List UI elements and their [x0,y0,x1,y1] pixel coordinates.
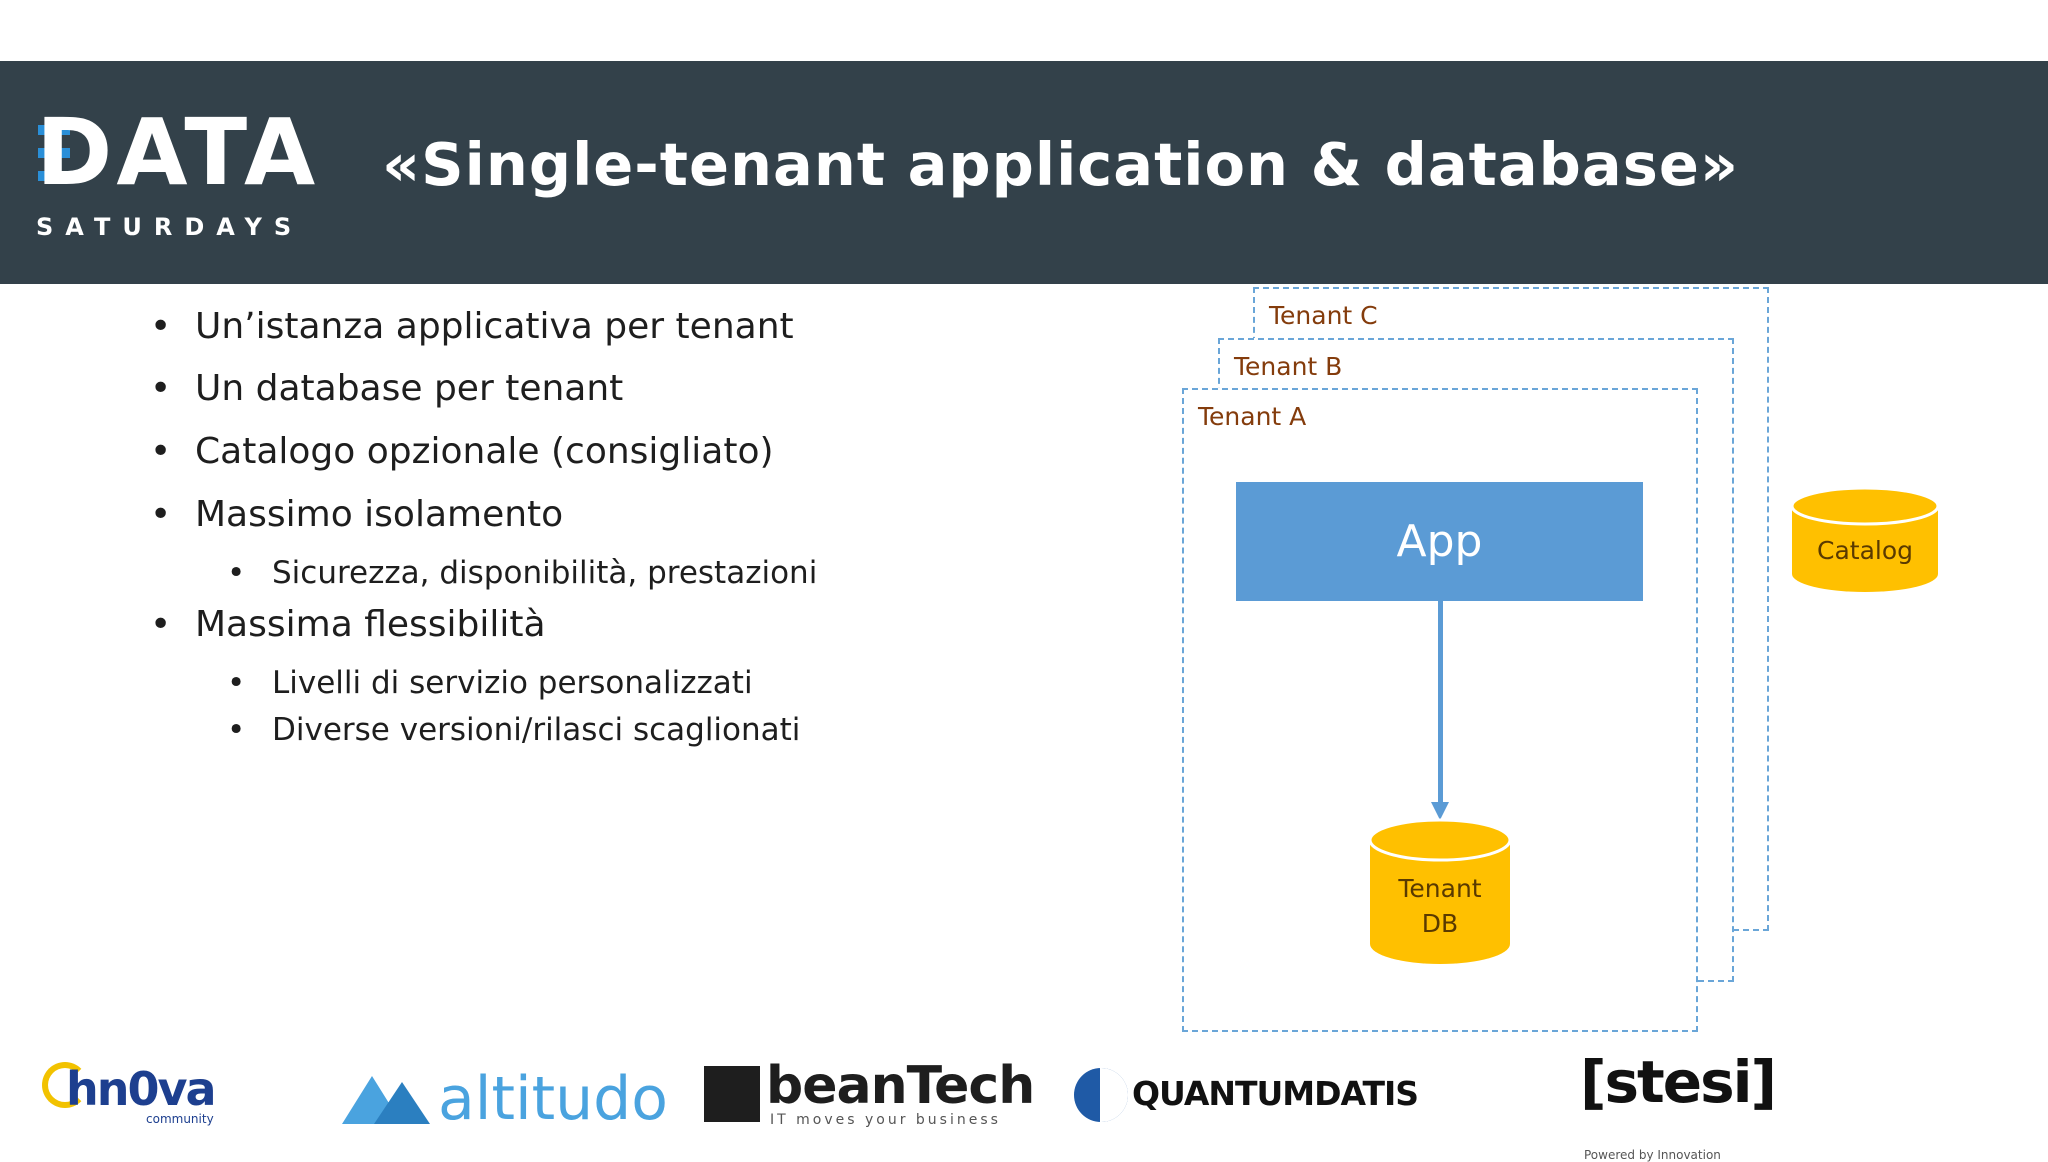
app-box: App [1236,482,1643,601]
bullet-dot: • [227,555,246,591]
app-label: App [1396,516,1483,567]
innova-ring-icon [42,1062,88,1108]
arrow-down-icon [1431,802,1449,820]
bullet-text: Massima flessibilità [195,604,546,645]
altitudo-logo: altitudo [342,1064,668,1134]
tenant-c-label: Tenant C [1269,301,1378,330]
sub-bullet-text: Livelli di servizio personalizzati [272,665,753,701]
bullet-dot: • [227,712,246,748]
quantumdatis-half-icon [1100,1068,1128,1122]
altitudo-text: altitudo [438,1064,668,1134]
quantumdatis-text: QUANTUMDATIS [1132,1074,1419,1113]
beantech-square-icon [704,1066,760,1122]
innova-sub-text: community [146,1112,214,1126]
bullet-text: Massimo isolamento [195,494,564,535]
beantech-text: beanTech [766,1056,1035,1116]
stesi-sub-text: Powered by Innovation [1584,1148,1721,1162]
catalog-label: Catalog [1816,536,1913,565]
bullet-dot: • [150,604,172,645]
innova-text: hn0va [66,1062,217,1116]
tenant-db-label-line1: Tenant [1398,874,1482,903]
sub-bullet-text: Diverse versioni/rilasci scaglionati [272,712,801,748]
bullet-dot: • [150,494,172,535]
tenant-db-label-line2: DB [1421,909,1459,938]
mountain-icon [342,1076,430,1124]
bullet-dot: • [150,306,172,347]
catalog-cylinder-icon [1790,486,1940,592]
tenant-db-label: Tenant DB [1368,871,1512,941]
bullet-dot: • [150,431,172,472]
sub-bullet-text: Sicurezza, disponibilità, prestazioni [272,555,818,591]
slide-header: DATA SATURDAYS «Single-tenant applicatio… [0,61,2048,284]
logo-main-text: DATA [36,99,320,206]
slide-title: «Single-tenant application & database» [382,130,1739,199]
bullet-dot: • [227,665,246,701]
beantech-sub-text: IT moves your business [770,1112,1001,1128]
bullet-text: Catalogo opzionale (consigliato) [195,431,774,472]
stesi-text: [stesi] [1580,1048,1777,1116]
data-saturdays-logo: DATA SATURDAYS [28,99,338,249]
tenant-a-label: Tenant A [1198,402,1307,431]
tenant-db-cylinder-icon [1368,818,1512,964]
arrow-line [1438,601,1443,806]
logo-bars-icon [38,125,70,181]
sponsor-bar: hn0va community altitudo beanTech IT mov… [0,1020,2048,1162]
tenant-b-label: Tenant B [1234,352,1343,381]
bullet-text: Un database per tenant [195,368,624,409]
innova-logo: hn0va community [42,1062,217,1126]
bullet-text: Un’istanza applicativa per tenant [195,306,794,347]
logo-sub-text: SATURDAYS [36,213,304,241]
bullet-dot: • [150,368,172,409]
